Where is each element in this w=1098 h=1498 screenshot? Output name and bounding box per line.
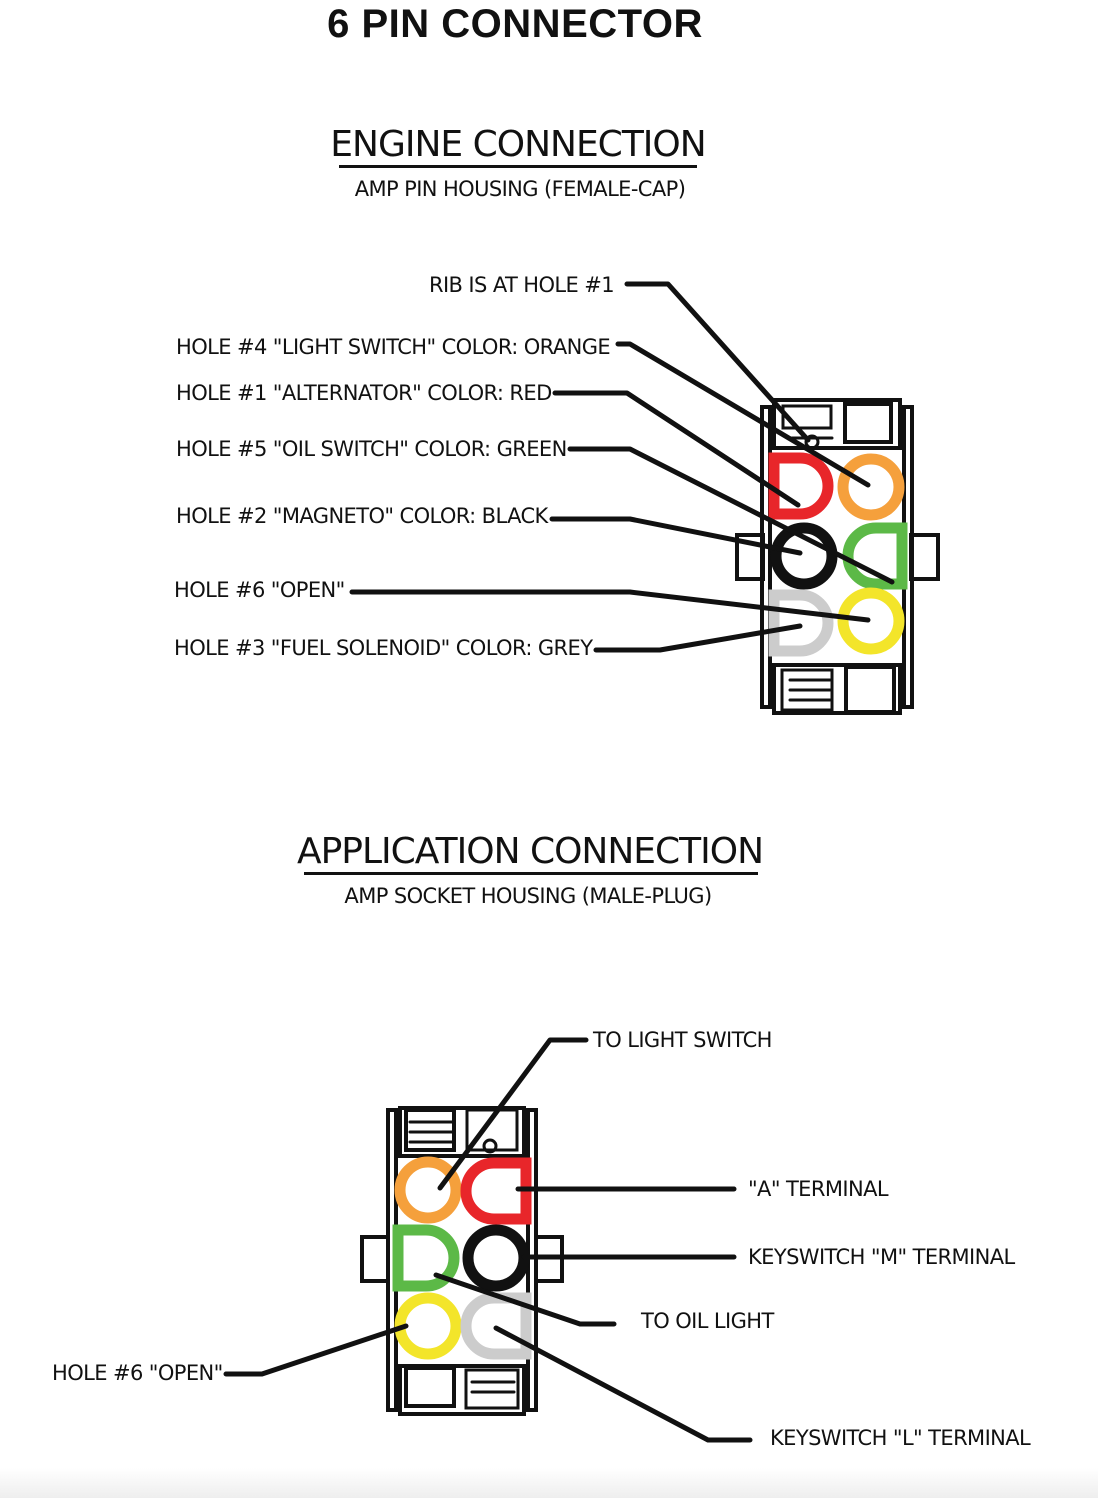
leader-app-hole6	[223, 1323, 409, 1377]
app-latch-bottom	[398, 1364, 526, 1416]
leader-oil-light	[433, 1272, 617, 1327]
engine-hole-3-grey	[768, 589, 834, 657]
engine-connector	[735, 398, 940, 715]
label-m-terminal: KEYSWITCH "M" TERMINAL	[748, 1245, 1015, 1269]
engine-rib-icon	[804, 434, 820, 450]
leader-hole1	[552, 390, 801, 508]
leader-hole6	[349, 589, 871, 623]
engine-hole-6-yellow	[837, 587, 905, 655]
application-heading: APPLICATION CONNECTION	[296, 831, 764, 872]
page-bottom-edge	[0, 1468, 1098, 1498]
label-hole3: HOLE #3 "FUEL SOLENOID" COLOR: GREY	[174, 636, 593, 660]
label-hole6: HOLE #6 "OPEN"	[174, 578, 345, 602]
leader-rib	[624, 281, 811, 443]
application-heading-underline	[304, 872, 758, 875]
application-connector	[360, 1106, 564, 1416]
label-hole4: HOLE #4 "LIGHT SWITCH" COLOR: ORANGE	[176, 335, 611, 359]
engine-subheading: AMP PIN HOUSING (FEMALE-CAP)	[354, 177, 686, 201]
engine-hole-1-red	[768, 452, 834, 520]
application-subheading: AMP SOCKET HOUSING (MALE-PLUG)	[344, 884, 712, 908]
leader-hole3	[593, 623, 803, 653]
leader-hole2	[549, 516, 803, 556]
engine-hole-4-orange	[837, 453, 905, 521]
leader-hole5	[567, 446, 895, 585]
label-a-terminal: "A" TERMINAL	[748, 1177, 889, 1201]
leader-l-terminal	[493, 1325, 753, 1443]
leader-hole4	[615, 341, 871, 488]
app-rib-icon	[482, 1138, 498, 1154]
engine-tab-left	[735, 533, 765, 581]
app-hole-green	[392, 1224, 460, 1292]
app-hole-red	[460, 1157, 532, 1225]
engine-latch-bottom	[772, 663, 902, 715]
label-hole2: HOLE #2 "MAGNETO" COLOR: BLACK	[176, 504, 548, 528]
label-l-terminal: KEYSWITCH "L" TERMINAL	[770, 1426, 1031, 1450]
app-hole-orange	[394, 1156, 462, 1224]
app-hole-black	[462, 1224, 530, 1292]
page-title: 6 PIN CONNECTOR	[327, 2, 703, 46]
engine-tab-right	[909, 533, 940, 581]
label-hole5: HOLE #5 "OIL SWITCH" COLOR: GREEN	[176, 437, 567, 461]
leader-light-switch	[437, 1037, 589, 1191]
engine-heading-underline	[339, 165, 697, 168]
label-rib: RIB IS AT HOLE #1	[428, 273, 615, 297]
app-tab-left	[360, 1235, 390, 1283]
label-hole1: HOLE #1 "ALTERNATOR" COLOR: RED	[176, 381, 552, 405]
engine-latch-top	[772, 398, 902, 450]
label-to-oil-light: TO OIL LIGHT	[641, 1309, 774, 1333]
engine-heading: ENGINE CONNECTION	[330, 124, 706, 165]
label-to-light-switch: TO LIGHT SWITCH	[593, 1028, 772, 1052]
label-app-hole6: HOLE #6 "OPEN"	[52, 1361, 223, 1385]
